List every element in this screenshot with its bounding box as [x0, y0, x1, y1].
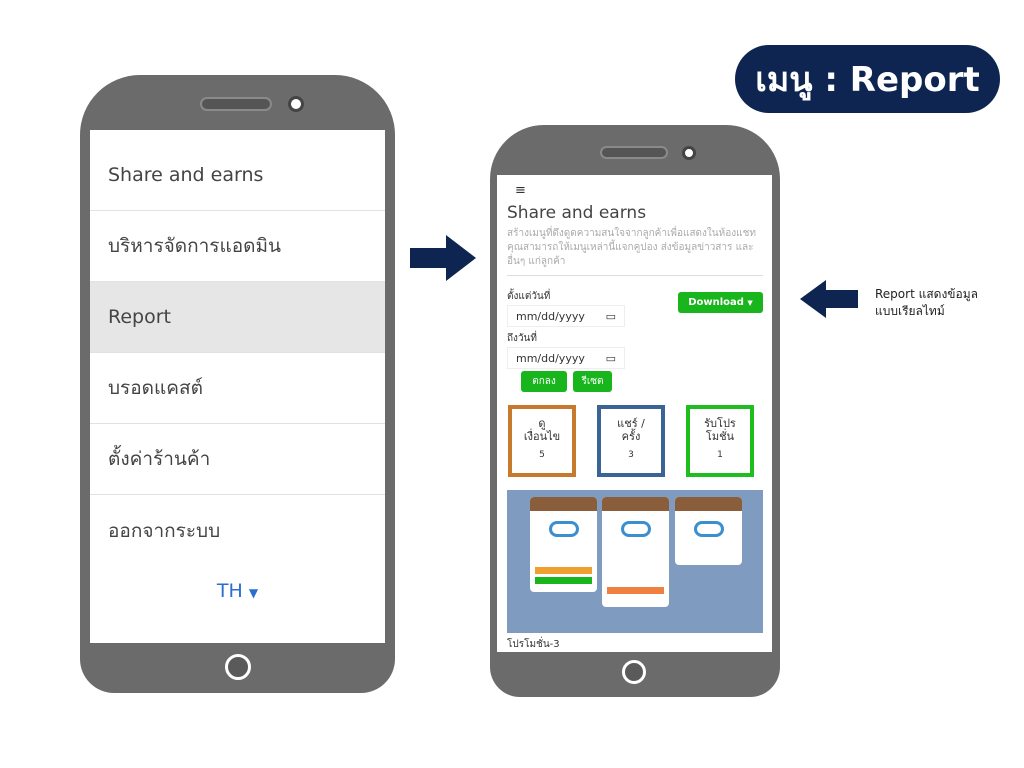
caret-down-icon: ▼ [747, 298, 753, 307]
calendar-icon[interactable]: ▭ [605, 351, 616, 365]
stat-shares: แชร์ / ครั้ง 3 [597, 405, 665, 477]
menu-label: บรอดแคสต์ [108, 377, 203, 399]
stat-view-conditions: ดู เงื่อนไข 5 [508, 405, 576, 477]
from-date-input[interactable]: mm/dd/yyyy ▭ [507, 305, 625, 327]
menu-label: Report [108, 306, 171, 328]
reset-button[interactable]: รีเซต [573, 371, 612, 392]
camera-icon [288, 96, 304, 112]
menu-item-admin[interactable]: บริหารจัดการแอดมิน [90, 211, 385, 282]
stat-label: ดู เงื่อนไข [523, 417, 561, 443]
menu-item-report[interactable]: Report [90, 282, 385, 353]
stat-label: แชร์ / ครั้ง [617, 417, 645, 443]
menu-item-logout[interactable]: ออกจากระบบ [90, 495, 385, 566]
report-screen: ≡ Share and earns สร้างเมนูที่ดึงดูดความ… [497, 175, 772, 652]
language-dropdown[interactable]: TH ▼ [90, 580, 385, 602]
page-description: สร้างเมนูที่ดึงดูดความสนใจจากลูกค้าเพื่อ… [507, 228, 756, 267]
divider [507, 275, 763, 276]
arrow-right-icon [410, 235, 476, 281]
hamburger-menu-icon[interactable]: ≡ [515, 183, 526, 198]
promo-card [530, 497, 597, 592]
menu-label: ออกจากระบบ [108, 519, 221, 542]
page-title: Share and earns [507, 203, 647, 223]
arrow-left-icon [800, 280, 858, 318]
download-dropdown[interactable]: Download ▼ [678, 292, 763, 313]
to-date-label: ถึงวันที่ [507, 333, 537, 344]
stat-value: 5 [539, 450, 545, 460]
to-date-input[interactable]: mm/dd/yyyy ▭ [507, 347, 625, 369]
caret-down-icon: ▼ [248, 586, 259, 600]
menu-item-share-and-earns[interactable]: Share and earns [90, 140, 385, 211]
date-placeholder: mm/dd/yyyy [516, 351, 585, 365]
annotation-text: Report แสดงข้อมูล แบบเรียลไทม์ [875, 287, 978, 318]
stat-value: 1 [717, 450, 723, 460]
stat-promotions-received: รับโปร โมชั่น 1 [686, 405, 754, 477]
promo-caption: โปรโมชั่น-3 [507, 639, 560, 650]
from-date-label: ตั้งแต่วันที่ [507, 291, 551, 302]
menu-item-broadcast[interactable]: บรอดแคสต์ [90, 353, 385, 424]
home-button[interactable] [622, 660, 646, 684]
menu-label: Share and earns [108, 164, 264, 186]
menu-item-shop-settings[interactable]: ตั้งค่าร้านค้า [90, 424, 385, 495]
camera-icon [682, 146, 696, 160]
left-phone: Share and earns บริหารจัดการแอดมิน Repor… [80, 75, 395, 693]
speaker [600, 146, 668, 159]
promo-card [675, 497, 742, 565]
stat-value: 3 [628, 450, 634, 460]
calendar-icon[interactable]: ▭ [605, 309, 616, 323]
home-button[interactable] [225, 654, 251, 680]
menu-label: ตั้งค่าร้านค้า [108, 448, 211, 470]
download-label: Download [688, 297, 744, 308]
right-phone: ≡ Share and earns สร้างเมนูที่ดึงดูดความ… [490, 125, 780, 697]
ok-button[interactable]: ตกลง [521, 371, 567, 392]
language-label: TH [216, 580, 243, 602]
date-placeholder: mm/dd/yyyy [516, 309, 585, 323]
speaker [200, 97, 272, 111]
menu-screen: Share and earns บริหารจัดการแอดมิน Repor… [90, 130, 385, 643]
promo-preview-image[interactable] [507, 490, 763, 633]
menu-label: บริหารจัดการแอดมิน [108, 235, 282, 257]
stat-label: รับโปร โมชั่น [704, 417, 736, 443]
promo-card [602, 497, 669, 607]
title-badge: เมนู : Report [735, 45, 1000, 113]
